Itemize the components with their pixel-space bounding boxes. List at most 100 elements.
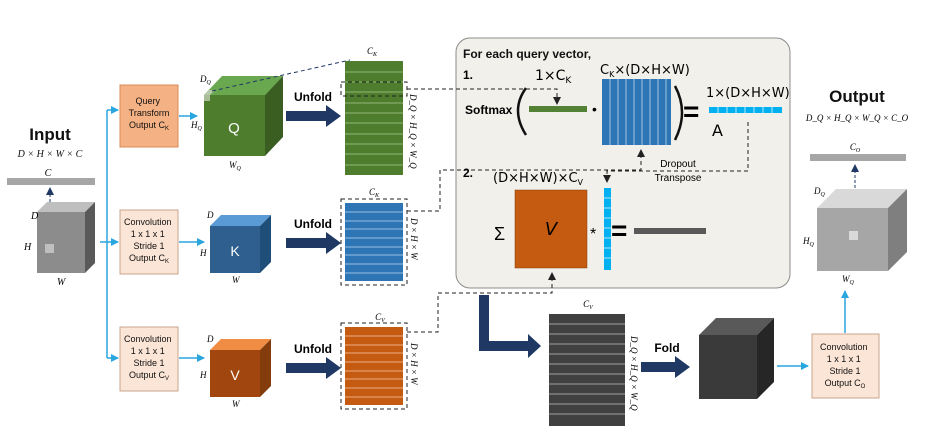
svg-text:Query Transform: Query Transform — [129, 96, 170, 118]
q-cube-letter: Q — [228, 120, 240, 137]
v-to-panel-connector — [407, 272, 556, 333]
v-cube — [210, 339, 271, 397]
softmax-left-paren — [516, 87, 528, 136]
output-matrix — [549, 314, 625, 426]
svg-text:CK: CK — [367, 46, 378, 58]
conv-o-line4: Output C — [825, 378, 862, 388]
svg-text:Output CO: Output CO — [825, 378, 866, 390]
svg-text:CV: CV — [583, 299, 594, 311]
dot-operator: • — [592, 101, 597, 117]
v-matrix-side: D × H × W — [409, 342, 419, 386]
input-label-d: D — [30, 211, 39, 222]
fold-label: Fold — [654, 341, 679, 355]
svg-text:Output CK: Output CK — [129, 253, 169, 265]
svg-text:Convolution 1 x 1 x 1: Convolution 1 x 1 x 1 Stride 1 — [820, 342, 870, 376]
conv-k-line2: 1 x 1 x 1 — [131, 229, 165, 239]
svg-text:HQ: HQ — [802, 236, 815, 248]
value-matrix-letter: V — [545, 219, 559, 240]
v-matrix-top-sub: V — [381, 318, 386, 324]
conv-v-line1: Convolution — [124, 334, 172, 344]
v-cube-label-d: D — [206, 334, 214, 344]
v-cube-letter: V — [230, 367, 240, 383]
svg-text:Convolution 1 x 1 x 1: Convolution 1 x 1 x 1 Stride 1 — [124, 334, 174, 368]
svg-text:CV: CV — [375, 312, 386, 324]
result-to-matrix-arrow — [479, 295, 541, 358]
panel-step2: 2. — [463, 166, 473, 180]
value-matrix-panel — [514, 189, 588, 269]
panel-step1: 1. — [463, 68, 473, 82]
conv-o-line2: 1 x 1 x 1 — [827, 354, 861, 364]
output-label-h-sub: Q — [810, 242, 815, 248]
output-label-h: H — [802, 236, 810, 246]
hand-q-dims-sub: K — [565, 76, 572, 86]
unfold-label-q: Unfold — [294, 90, 332, 104]
q-matrix-side: D_Q × H_Q × W_Q — [408, 93, 418, 169]
hand-k-dims-sub: K — [609, 70, 615, 79]
unfold-arrow-v — [286, 357, 341, 379]
hand-a-label: A — [712, 121, 723, 140]
conv-o-line4-sub: O — [861, 384, 866, 390]
transpose-label: Transpose — [655, 173, 702, 184]
conv-v-line4-sub: V — [165, 376, 169, 382]
svg-text:Output CK: Output CK — [129, 120, 169, 132]
hand-a-dims: 1×(D×H×W) — [706, 86, 790, 101]
output-dims: D_Q × H_Q × W_Q × C_O — [805, 113, 909, 123]
input-dims: D × H × W × C — [17, 149, 83, 160]
query-transform-box — [119, 84, 179, 148]
output-label-d: D — [813, 186, 821, 196]
q-row-to-softmax-connector — [407, 88, 561, 105]
softmax-label: Softmax — [465, 103, 513, 117]
hand-k-dims: C — [600, 63, 609, 78]
k-cube-label-w: W — [232, 275, 241, 285]
sigma-symbol: Σ — [494, 224, 505, 244]
svg-text:(D×H×W)×CV: (D×H×W)×CV — [493, 171, 584, 187]
hand-v-dims-sub: V — [578, 178, 584, 187]
k-cube — [210, 215, 271, 273]
k-matrix — [345, 203, 403, 281]
attention-column — [604, 188, 611, 270]
output-title: Output — [829, 87, 885, 106]
svg-text:CO: CO — [850, 142, 861, 154]
attention-vector — [709, 107, 782, 113]
svg-text:1×CK: 1×CK — [535, 68, 572, 86]
k-matrix-frame — [340, 198, 408, 286]
svg-text:HQ: HQ — [190, 120, 203, 132]
fold-arrow — [641, 356, 690, 378]
conv-k-line1: Convolution — [124, 217, 172, 227]
svg-text:Convolution 1 x 1 x 1: Convolution 1 x 1 x 1 Stride 1 — [124, 217, 174, 251]
query-box-line3-sub: K — [165, 126, 169, 132]
q-cube-label-d: D — [199, 74, 207, 84]
query-box-line3: Output C — [129, 120, 166, 130]
output-label-w: W — [842, 274, 851, 284]
input-branch-line — [100, 110, 108, 358]
q-matrix-top: C — [367, 46, 374, 56]
svg-text:DQ: DQ — [813, 186, 826, 198]
conv-v-line4: Output C — [129, 370, 166, 380]
key-matrix-panel — [602, 79, 671, 145]
softmax-right-paren — [673, 85, 684, 141]
unfold-arrow-k — [286, 232, 341, 254]
input-title: Input — [29, 125, 71, 144]
output-cube — [817, 189, 907, 271]
svg-text:CK: CK — [369, 187, 380, 199]
query-box-line2: Transform — [129, 108, 170, 118]
out-matrix-top: C — [583, 299, 590, 309]
v-matrix-top: C — [375, 312, 382, 322]
input-cube — [37, 202, 95, 273]
svg-text:WQ: WQ — [842, 274, 855, 286]
conv-v-line2: 1 x 1 x 1 — [131, 346, 165, 356]
q-dashed-link — [211, 59, 351, 92]
q-cube-label-h-sub: Q — [198, 126, 203, 132]
output-label-w-sub: Q — [850, 280, 855, 286]
unfold-label-v: Unfold — [294, 342, 332, 356]
q-cube-label-h: H — [190, 120, 198, 130]
q-cube-label-d-sub: Q — [207, 80, 212, 86]
out-matrix-side: D_Q × H_Q × W_Q — [629, 335, 639, 411]
hand-k-dims-rest: ×(D×H×W) — [614, 63, 689, 78]
svg-text:DQ: DQ — [199, 74, 212, 86]
k-matrix-top-sub: K — [374, 193, 380, 199]
input-label-h: H — [23, 242, 32, 253]
input-label-w: W — [57, 277, 67, 288]
panel-heading: For each query vector, — [463, 47, 591, 61]
